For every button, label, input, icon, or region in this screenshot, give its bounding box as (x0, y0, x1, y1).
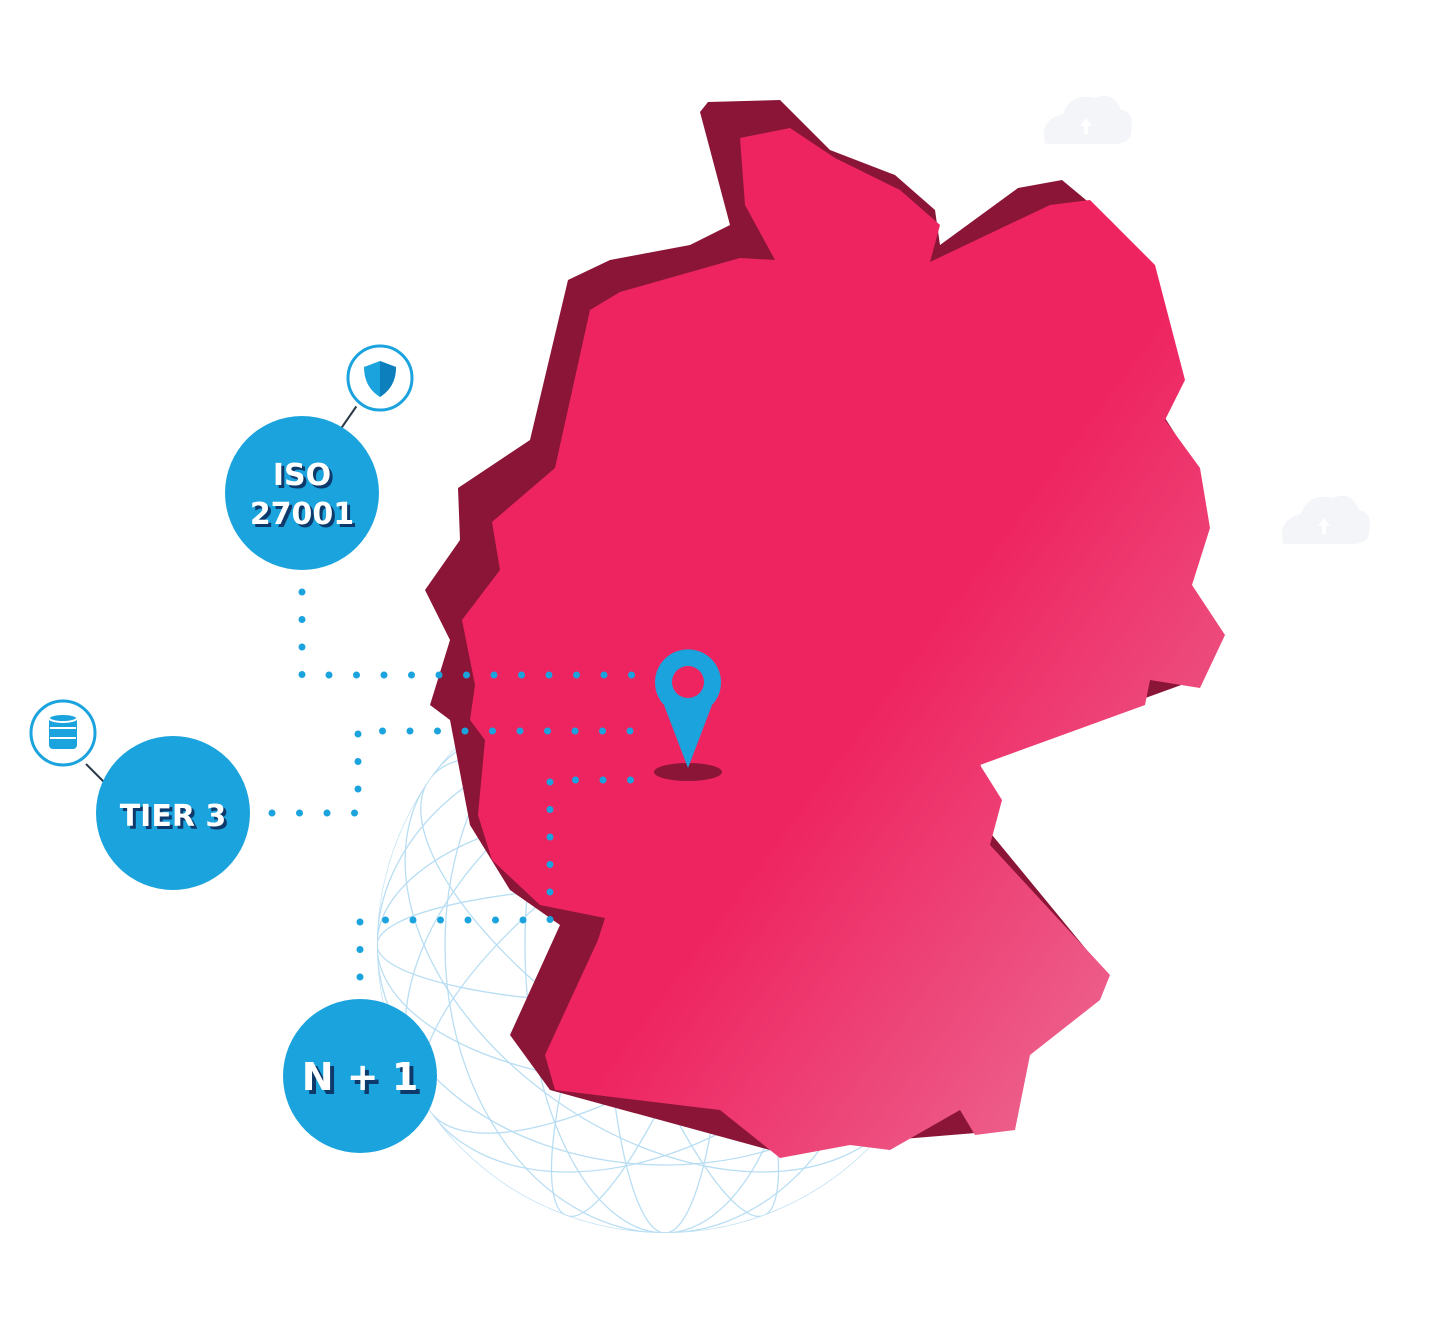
cloud-upload-icon (1043, 95, 1132, 144)
database-icon (26, 696, 100, 770)
iso-line1: ISO (273, 458, 331, 493)
cloud-upload-icon (1281, 495, 1370, 544)
redundancy-label: N + 1 (302, 1055, 419, 1099)
connector-lines (268, 588, 639, 981)
germany-map (462, 128, 1225, 1158)
svg-text:27001: 27001 (250, 497, 354, 532)
shield-icon (343, 341, 417, 415)
tier-label: TIER 3 (120, 799, 227, 834)
redundancy-badge: N + 1 N + 1 (283, 999, 437, 1153)
iso-line1-shadow: ISO (276, 461, 334, 496)
connector-iso (298, 588, 639, 679)
svg-text:N + 1: N + 1 (302, 1055, 419, 1099)
tier-badge: TIER 3 TIER 3 (26, 696, 250, 890)
connector-n1 (356, 776, 639, 981)
redundancy-label-shadow: N + 1 (306, 1059, 423, 1103)
tier-label-shadow: TIER 3 (123, 802, 230, 837)
location-pin-icon[interactable] (654, 649, 722, 781)
svg-text:TIER 3: TIER 3 (123, 802, 230, 837)
svg-text:TIER 3: TIER 3 (120, 799, 227, 834)
svg-text:ISO: ISO (273, 458, 331, 493)
svg-text:ISO: ISO (276, 461, 334, 496)
iso-line2: 27001 (250, 497, 354, 532)
svg-text:27001: 27001 (253, 500, 357, 535)
iso-badge: ISO ISO 27001 27001 (225, 341, 417, 570)
svg-text:N + 1: N + 1 (306, 1059, 423, 1103)
iso-line2-shadow: 27001 (253, 500, 357, 535)
